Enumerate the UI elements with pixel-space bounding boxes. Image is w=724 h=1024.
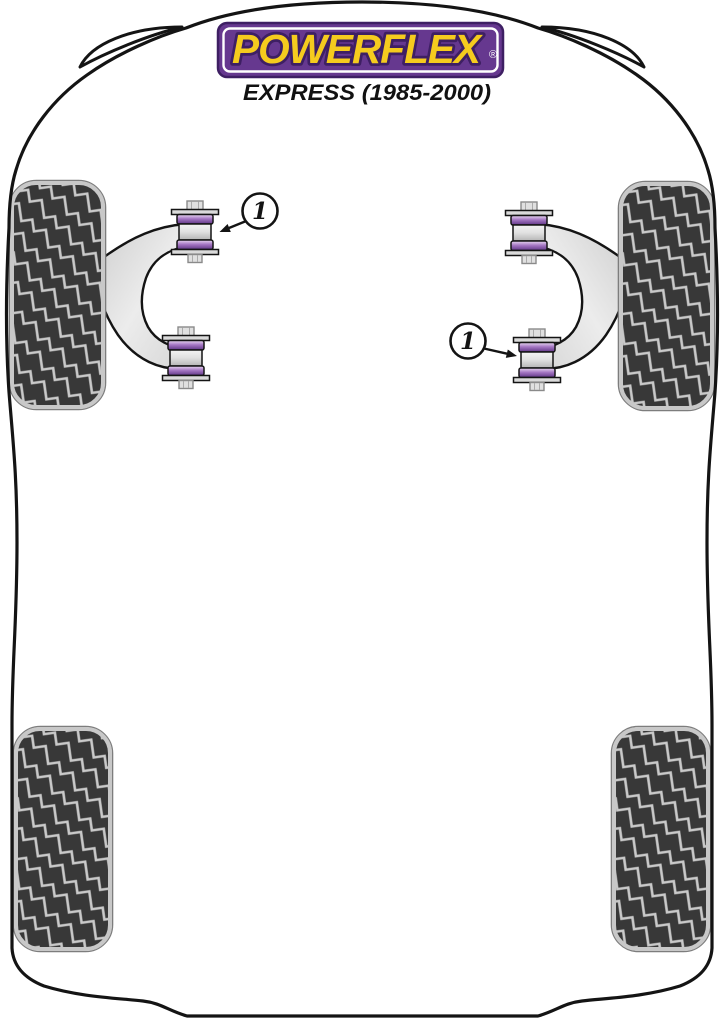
logo-inner-border <box>222 27 499 73</box>
tire-front-right <box>616 179 717 413</box>
bushing-front-right-upper <box>504 201 554 265</box>
powerflex-logo: POWERFLEX ® <box>216 21 505 79</box>
callout-number: 1 <box>460 328 476 355</box>
vehicle-title: EXPRESS (1985-2000) <box>243 80 491 105</box>
callout-1-front-left: 1 <box>219 192 279 232</box>
bushing-front-left-lower <box>161 326 211 390</box>
logo-background <box>216 21 505 79</box>
callout-arrowhead-icon <box>505 349 517 358</box>
car-body-outline <box>4 0 720 1018</box>
callout-circle[interactable] <box>449 322 487 360</box>
registered-trademark-icon: ® <box>489 49 497 61</box>
callout-number: 1 <box>252 198 268 225</box>
callout-1-front-right: 1 <box>449 322 517 360</box>
brand-wordmark: POWERFLEX <box>232 26 484 72</box>
callout-arrow-line <box>483 347 508 355</box>
callout-circle[interactable] <box>241 192 279 230</box>
bushing-front-right-lower <box>512 328 562 392</box>
tire-rear-left <box>11 724 115 954</box>
tire-front-left <box>7 178 108 412</box>
bushing-front-left-upper <box>170 200 220 264</box>
callout-arrow-line <box>228 220 246 230</box>
tire-rear-right <box>609 724 713 954</box>
callout-arrowhead-icon <box>219 224 231 232</box>
